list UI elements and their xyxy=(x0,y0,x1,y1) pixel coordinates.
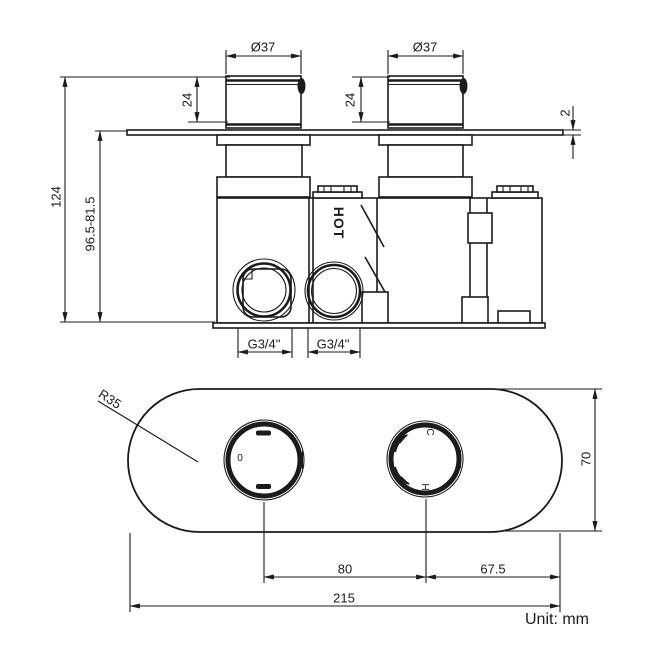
left-handle-plan xyxy=(223,419,305,501)
left-knob-front xyxy=(225,75,306,129)
section-flag xyxy=(360,204,385,248)
dim-plate-height: 70 xyxy=(578,451,594,467)
dim-plate-thickness: 2 xyxy=(557,109,573,117)
wall-plate-edge xyxy=(126,129,564,136)
dim-handle-to-edge: 67.5 xyxy=(480,561,506,577)
right-stem xyxy=(387,144,464,178)
right-handle-plan xyxy=(386,420,464,498)
hot-direction-arrow xyxy=(394,466,411,485)
right-collar xyxy=(378,134,473,146)
right-knob-front xyxy=(387,75,468,129)
dim-inlet-thread-right: G3/4" xyxy=(316,336,350,352)
dim-knob-diameter-left: Ø37 xyxy=(250,39,276,55)
bolt-right xyxy=(491,185,539,199)
front-view-dimensions xyxy=(60,50,581,358)
left-stem xyxy=(225,144,303,178)
trim-plate-outline xyxy=(127,388,563,533)
unit-label: Unit: mm xyxy=(525,611,589,628)
dim-recess-depth-range: 96.5-81.5 xyxy=(82,196,98,252)
left-knob-index-mark xyxy=(297,78,306,94)
left-handle-zero-mark: 0 xyxy=(237,453,243,464)
cold-direction-arrow xyxy=(394,434,409,453)
front-view xyxy=(126,75,564,329)
dim-handle-spacing: 80 xyxy=(337,561,353,577)
left-flange xyxy=(216,176,311,198)
hot-inlet-label: HOT xyxy=(331,206,347,240)
plan-view-dimensions xyxy=(129,388,602,612)
right-knob-index-mark xyxy=(459,78,468,94)
left-collar xyxy=(216,134,311,146)
hot-mark: H xyxy=(419,483,430,491)
right-flange xyxy=(378,176,473,198)
dim-inlet-thread-left: G3/4" xyxy=(247,336,281,352)
dim-plate-width: 215 xyxy=(333,590,355,606)
left-port xyxy=(232,258,296,322)
cartridge-block xyxy=(467,212,493,244)
body-base xyxy=(212,322,546,329)
cold-mark: C xyxy=(424,428,435,436)
dim-overall-depth: 124 xyxy=(48,186,64,208)
right-port xyxy=(304,261,364,321)
dim-knob-height-left: 24 xyxy=(179,92,195,108)
dim-knob-diameter-right: Ø37 xyxy=(412,39,438,55)
bolt-middle xyxy=(312,185,363,199)
plan-view xyxy=(97,388,563,533)
dim-knob-height-right: 24 xyxy=(342,92,358,108)
radius-leader xyxy=(97,400,199,463)
